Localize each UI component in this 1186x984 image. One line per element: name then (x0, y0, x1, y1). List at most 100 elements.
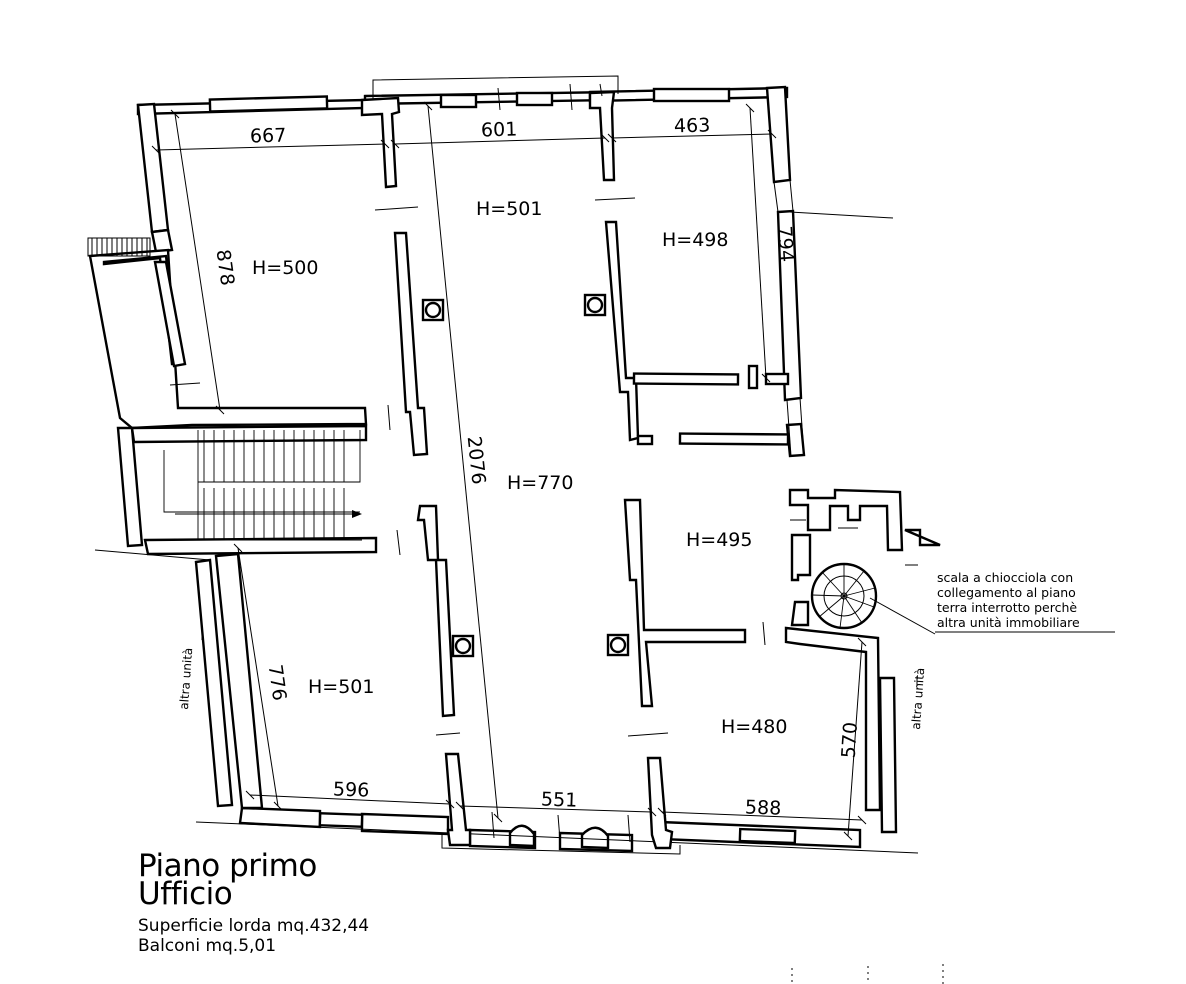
spine-left-upper (393, 231, 429, 457)
right-window-d (799, 397, 805, 457)
left-wall-mid (150, 228, 174, 254)
plan-title-floor: Piano primo (138, 848, 317, 884)
dim-463: 463 (674, 114, 711, 137)
bottom-balcony (441, 835, 681, 855)
balcony-area: Balconi mq.5,01 (138, 936, 277, 956)
dim-line-551 (459, 805, 653, 813)
room-top-right-height: H=498 (662, 229, 728, 251)
ground-line-bottom (195, 821, 919, 854)
dimension-lines (151, 101, 1115, 841)
bottom-window-1 (318, 812, 364, 828)
dim-line-596 (249, 794, 451, 805)
room-labels: H=500 H=501 H=498 H=770 H=495 H=501 H=48… (252, 198, 787, 738)
room-bottom-left-height: H=501 (308, 676, 374, 698)
dim-588: 588 (745, 796, 782, 819)
spiral-stair (810, 562, 878, 630)
partition-h-1 (632, 372, 740, 386)
room-mid-right-height: H=495 (686, 529, 752, 551)
room-top-left-height: H=500 (252, 257, 318, 279)
partition-h-3 (678, 432, 790, 446)
top-window-1 (208, 95, 329, 113)
notes: scala a chiocciola con collegamento al p… (177, 570, 1080, 730)
partition-v-1 (747, 364, 759, 390)
stair-top-wall (130, 424, 368, 444)
stair-bottom-wall (143, 536, 378, 556)
stair-treads (203, 430, 345, 540)
dim-line-2076 (427, 105, 499, 819)
top-window-4 (652, 87, 731, 103)
stair-outline (197, 430, 362, 541)
column-3-core (454, 637, 472, 655)
spiral-stair-steps (811, 564, 876, 629)
neighbor-label-left: altra unità (177, 647, 195, 710)
spine-left-lower (416, 504, 456, 718)
gross-area: Superficie lorda mq.432,44 (138, 916, 370, 936)
columns (421, 293, 630, 658)
service-block-2 (904, 528, 941, 547)
left-wall-stair (116, 426, 144, 548)
dim-line-463 (611, 133, 773, 139)
dim-601: 601 (481, 118, 518, 141)
spiral-note-line-1: scala a chiocciola con (937, 570, 1073, 585)
left-wall-upper (136, 102, 170, 234)
outer-walls (136, 75, 919, 855)
dim-2076: 2076 (463, 435, 490, 485)
partition-top-2 (588, 90, 616, 182)
bottom-marks (791, 964, 944, 984)
dim-line-570 (847, 641, 863, 837)
left-lower-walls (194, 552, 264, 810)
dimension-ticks (151, 101, 867, 841)
neighbor-label-right: altra unità (909, 667, 927, 730)
dim-878: 878 (212, 248, 239, 287)
dim-line-601 (394, 137, 606, 145)
right-window-c (786, 399, 792, 457)
spiral-enclosure-2 (790, 600, 810, 627)
spiral-stair-path (823, 575, 865, 617)
dim-line-588 (661, 811, 863, 821)
bottom-window-2 (738, 827, 797, 845)
title-block: Piano primo Ufficio Superficie lorda mq.… (138, 848, 370, 957)
room-center-height: H=770 (507, 472, 573, 494)
dim-line-776 (237, 547, 279, 807)
dim-667: 667 (250, 125, 287, 148)
right-window-a (773, 181, 779, 213)
right-window-b (789, 179, 794, 212)
partition-h-4 (636, 434, 654, 446)
dimension-labels: 667 601 463 878 794 2076 776 596 551 588… (212, 114, 863, 819)
neighbor-wall-right (878, 676, 898, 834)
spine-right-lower (623, 498, 747, 708)
spiral-note-line-4: altra unità immobiliare (937, 615, 1080, 630)
left-annex (87, 237, 378, 561)
ground-line-left (94, 549, 211, 561)
stair-landing (163, 450, 360, 513)
annex-pier (153, 260, 187, 368)
dim-line-667 (155, 143, 386, 151)
stair-arrow-head (352, 510, 362, 518)
right-wall-lower-2 (784, 626, 882, 812)
room-top-center-height: H=501 (476, 198, 542, 220)
right-wall-mid (776, 209, 803, 402)
dim-551: 551 (541, 788, 578, 811)
column-4-core (609, 636, 627, 654)
partition-bottom-2 (646, 756, 674, 850)
spiral-note-line-3: terra interrotto perchè (937, 600, 1077, 615)
dim-line-794 (749, 107, 767, 379)
dim-794: 794 (773, 225, 797, 263)
bottom-niche-2 (580, 826, 610, 850)
spine-right-upper (604, 220, 640, 442)
annex-hatch-lines (91, 238, 148, 256)
spiral-enclosure (790, 533, 812, 582)
partition-h-2 (764, 372, 790, 386)
dim-line-878 (174, 113, 221, 411)
opening-marks (169, 83, 918, 843)
dim-596: 596 (333, 778, 370, 801)
top-balcony (372, 75, 619, 100)
top-window-2 (439, 93, 478, 109)
plan-title-use: Ufficio (138, 876, 233, 912)
dim-570: 570 (838, 721, 862, 759)
top-wall-center (363, 90, 617, 106)
service-block (788, 488, 904, 552)
partition-top-1 (360, 96, 401, 189)
spiral-leader (869, 597, 936, 635)
